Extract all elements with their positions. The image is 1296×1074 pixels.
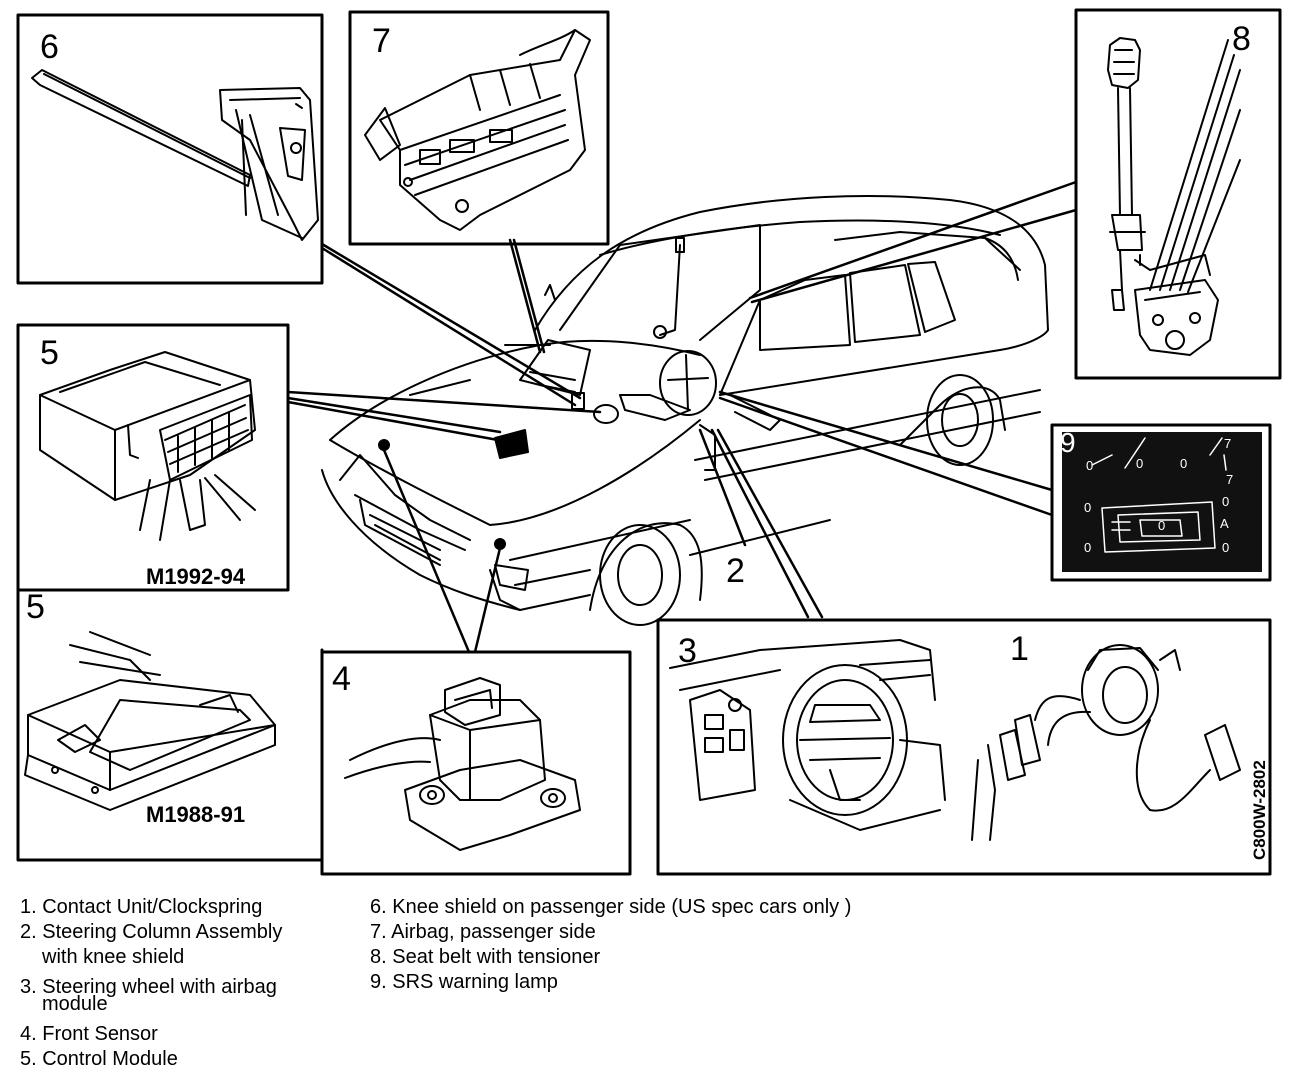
- figure-code: C800W-2802: [1250, 760, 1269, 860]
- leader-lines: [286, 180, 1078, 654]
- legend-item-3-cont: module: [42, 993, 108, 1015]
- legend-right: 6. Knee shield on passenger side (US spe…: [370, 895, 851, 995]
- legend-item-2-cont: with knee shield: [42, 946, 185, 968]
- box-4-front-sensor: [320, 650, 632, 876]
- legend-item-2: 2. Steering Column Assembly: [20, 921, 283, 943]
- box-8-seat-belt-tensioner: [1074, 8, 1282, 380]
- lamp-label: 0: [1222, 540, 1229, 555]
- callout-5-upper: 5: [40, 334, 59, 372]
- box-3-1-steering-wheel-clockspring: [656, 618, 1272, 876]
- legend-item-7: 7. Airbag, passenger side: [370, 921, 596, 943]
- box-5-control-module-m1992: [16, 323, 290, 592]
- callout-4: 4: [332, 660, 351, 698]
- lamp-label: 0: [1084, 500, 1091, 515]
- model-label-m1992-94: M1992-94: [146, 564, 246, 589]
- callout-9: 9: [1060, 427, 1076, 458]
- lamp-label: 0: [1086, 458, 1093, 473]
- lamp-label: 0: [1222, 494, 1229, 509]
- lamp-label: 7: [1224, 436, 1231, 451]
- callout-1: 1: [1010, 630, 1029, 668]
- legend-left: 1. Contact Unit/Clockspring 2. Steering …: [20, 895, 282, 1072]
- legend-item-3: 3. Steering wheel with airbag: [20, 976, 277, 998]
- legend-item-1: 1. Contact Unit/Clockspring: [20, 896, 263, 918]
- legend-item-4: 4. Front Sensor: [20, 1023, 158, 1045]
- callout-3: 3: [678, 632, 697, 670]
- callout-8: 8: [1232, 20, 1251, 58]
- box-6-knee-shield: [16, 13, 324, 285]
- car-illustration: [321, 195, 1049, 626]
- callout-2: 2: [726, 552, 745, 590]
- legend-item-8: 8. Seat belt with tensioner: [370, 946, 601, 968]
- callout-7: 7: [372, 22, 391, 60]
- legend-item-5: 5. Control Module: [20, 1048, 178, 1070]
- model-label-m1988-91: M1988-91: [146, 802, 245, 827]
- lamp-label: 7: [1226, 472, 1233, 487]
- lamp-label: 0: [1158, 518, 1165, 533]
- lamp-label: A: [1220, 516, 1229, 531]
- lamp-label: 0: [1084, 540, 1091, 555]
- box-7-passenger-airbag: [348, 10, 610, 246]
- legend-item-9: 9. SRS warning lamp: [370, 971, 558, 993]
- lamp-label: 0: [1136, 456, 1143, 471]
- callout-5-lower: 5: [26, 588, 45, 626]
- lamp-label: 0: [1180, 456, 1187, 471]
- callout-6: 6: [40, 28, 59, 66]
- legend-item-6: 6. Knee shield on passenger side (US spe…: [370, 896, 852, 918]
- box-9-srs-warning-lamp: [1050, 423, 1272, 582]
